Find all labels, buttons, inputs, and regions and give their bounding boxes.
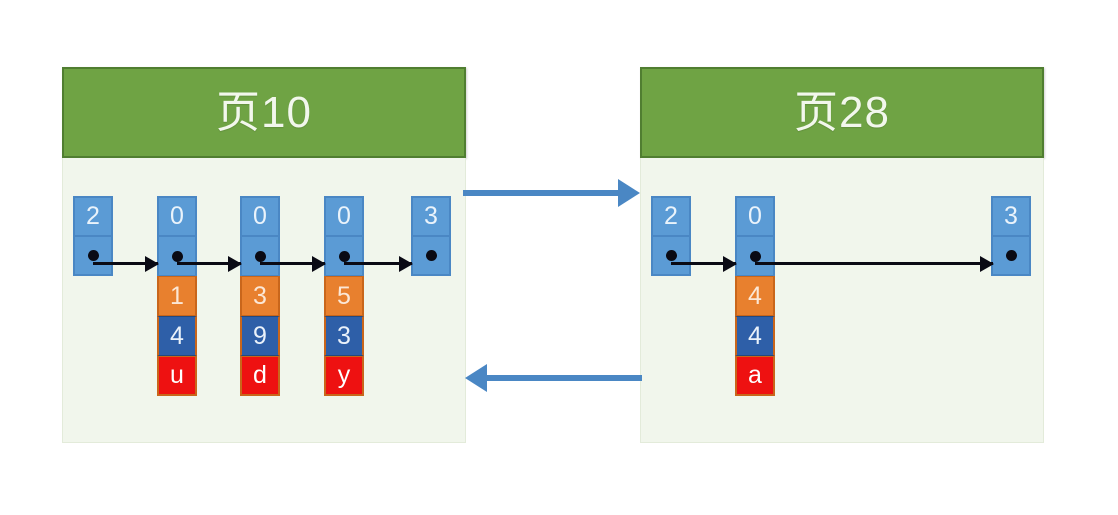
node-key-cell: 0 — [324, 196, 364, 236]
node-data-cell: 1 — [157, 276, 197, 316]
node-link-arrow — [755, 262, 993, 265]
pointer-dot-icon — [749, 250, 761, 262]
node-key-cell: 0 — [735, 196, 775, 236]
node-data-cell: 4 — [735, 316, 775, 356]
page-title-10: 页10 — [216, 87, 312, 137]
pointer-dot-icon — [87, 250, 99, 261]
node-data-cell: 3 — [324, 316, 364, 356]
node-data-cell: 5 — [324, 276, 364, 316]
node-pointer-cell — [651, 236, 691, 276]
node-pointer-cell — [73, 236, 113, 276]
list-node[interactable]: 3 — [991, 196, 1031, 276]
page-header-10: 页10 — [62, 67, 466, 158]
list-node[interactable]: 0 3 9 d — [240, 196, 280, 396]
node-link-arrow — [344, 262, 412, 265]
list-node[interactable]: 0 5 3 y — [324, 196, 364, 396]
page-header-28: 页28 — [640, 67, 1044, 158]
node-key-cell: 3 — [411, 196, 451, 236]
page-body-28 — [640, 158, 1044, 443]
node-data-cell: a — [735, 356, 775, 396]
node-link-arrow — [177, 262, 241, 265]
node-pointer-cell — [157, 236, 197, 276]
node-pointer-cell — [411, 236, 451, 276]
node-pointer-cell — [991, 236, 1031, 276]
pointer-dot-icon — [338, 250, 350, 262]
node-pointer-cell — [735, 236, 775, 276]
pointer-dot-icon — [1005, 250, 1017, 261]
list-node[interactable]: 2 — [651, 196, 691, 276]
pointer-dot-icon — [665, 250, 677, 261]
page-title-28: 页28 — [794, 87, 890, 137]
pointer-dot-icon — [171, 250, 183, 262]
node-key-cell: 2 — [651, 196, 691, 236]
node-pointer-cell — [324, 236, 364, 276]
node-link-arrow — [260, 262, 325, 265]
page-link-backward-arrow — [487, 375, 642, 381]
node-link-arrow — [93, 262, 158, 265]
pointer-dot-icon — [425, 250, 437, 261]
list-node[interactable]: 0 1 4 u — [157, 196, 197, 396]
list-node[interactable]: 3 — [411, 196, 451, 276]
list-node[interactable]: 2 — [73, 196, 113, 276]
node-key-cell: 3 — [991, 196, 1031, 236]
page-link-forward-arrow — [463, 190, 618, 196]
node-data-cell: 4 — [735, 276, 775, 316]
node-key-cell: 0 — [240, 196, 280, 236]
node-pointer-cell — [240, 236, 280, 276]
node-data-cell: u — [157, 356, 197, 396]
node-data-cell: 4 — [157, 316, 197, 356]
node-data-cell: 3 — [240, 276, 280, 316]
node-data-cell: 9 — [240, 316, 280, 356]
node-key-cell: 2 — [73, 196, 113, 236]
list-node[interactable]: 0 4 4 a — [735, 196, 775, 396]
page-panel-28[interactable]: 页28 — [640, 67, 1044, 443]
pointer-dot-icon — [254, 250, 266, 262]
node-link-arrow — [671, 262, 736, 265]
node-key-cell: 0 — [157, 196, 197, 236]
node-data-cell: y — [324, 356, 364, 396]
node-data-cell: d — [240, 356, 280, 396]
